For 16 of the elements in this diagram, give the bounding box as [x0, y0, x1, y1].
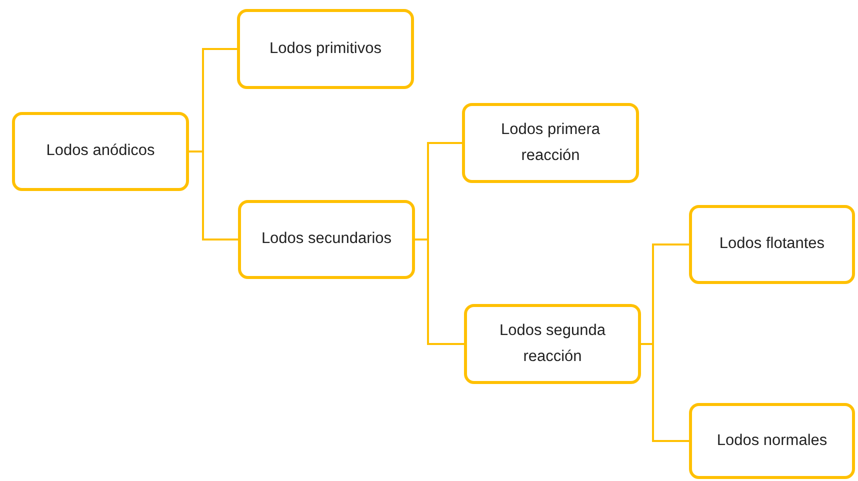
box-label: Lodos primitivos	[270, 38, 382, 59]
box-label: Lodos normales	[716, 430, 828, 451]
box-label: Lodos anódicos	[46, 141, 155, 162]
process-box	[689, 205, 855, 284]
connector-line	[415, 238, 464, 345]
connector-line	[189, 150, 238, 240]
process-box	[464, 304, 641, 384]
process-box	[238, 200, 415, 279]
box-label: Lodos secundarios	[261, 229, 392, 250]
box-label: Lodos flotantes	[719, 234, 825, 254]
process-box	[462, 103, 639, 183]
process-box	[12, 112, 189, 191]
process-box	[237, 9, 414, 89]
box-label: Lodos segunda reacción	[498, 320, 606, 367]
box-label: Lodos primera reacción	[500, 120, 602, 166]
process-box	[689, 403, 855, 479]
